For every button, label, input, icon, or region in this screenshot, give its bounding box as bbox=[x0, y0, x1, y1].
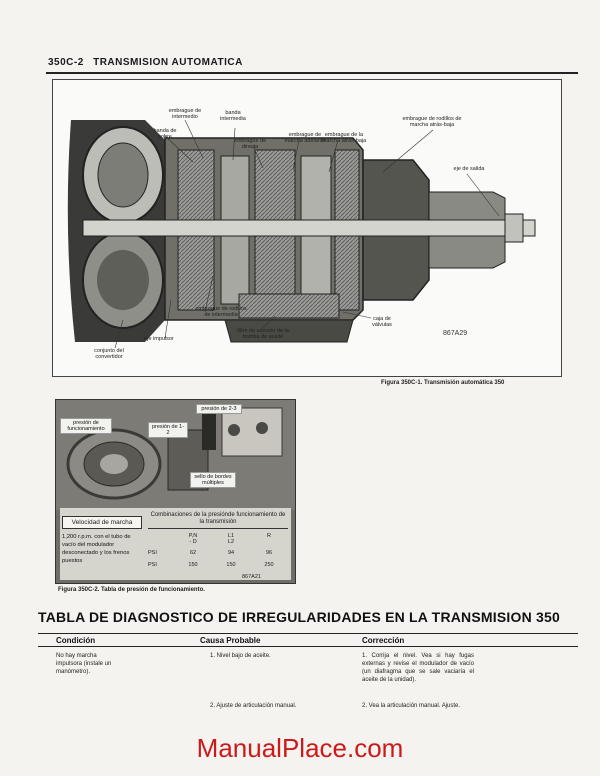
cell-value: 150 bbox=[188, 562, 198, 568]
col-sub bbox=[250, 539, 288, 545]
header-rule bbox=[46, 72, 578, 74]
causa-cell: 2. Ajuste de articulación manual. bbox=[210, 703, 297, 709]
label-eje-impulsor: eje impulsor bbox=[144, 336, 174, 342]
col-correccion-header: Corrección bbox=[362, 636, 405, 645]
label-embrague-directa: embrague de directa bbox=[233, 138, 267, 150]
row-label: PSI bbox=[148, 550, 157, 556]
velocidad-title: Velocidad de marcha bbox=[62, 516, 142, 529]
cell-value: 62 bbox=[189, 550, 197, 556]
col-header: R bbox=[267, 533, 271, 539]
cell-value: 250 bbox=[264, 562, 274, 568]
causa-cell: 1. Nivel bajo de aceite. bbox=[210, 653, 271, 659]
figure1-code: 867A29 bbox=[443, 330, 468, 337]
label-eje-salida: eje de salida bbox=[453, 166, 485, 172]
label-presion-funcionamiento: presión de funcionamiento bbox=[60, 418, 112, 434]
label-embrague-rodillos-atras-baja: embrague de rodillos de marcha atrás-baj… bbox=[402, 116, 462, 128]
transmission-cutaway-figure: embrague de intermedio banda de sobre ba… bbox=[52, 79, 562, 377]
cell-value: 150 bbox=[226, 562, 236, 568]
table-header-rule bbox=[38, 646, 578, 647]
label-embrague-marcha-adelante: embrague de marcha adelante bbox=[284, 132, 326, 144]
label-filtro-succion: filtro de succión de la bomba de aceite bbox=[237, 328, 289, 340]
label-embrague-intermedio: embrague de intermedio bbox=[168, 108, 202, 120]
label-caja-valvulas: caja de válvulas bbox=[372, 316, 392, 328]
page-number: 350C-2 bbox=[48, 57, 84, 68]
col-header: L1 bbox=[227, 533, 235, 539]
pressure-figure: presión de funcionamiento presión de 1-2… bbox=[55, 399, 296, 584]
label-conjunto-convertidor: conjunto del convertidor bbox=[94, 348, 124, 360]
col-condicion-header: Condición bbox=[56, 636, 96, 645]
label-sello-bordes: sello de bordes múltiples bbox=[190, 472, 236, 488]
label-embrague-rodillos-intermedia: embrague de rodillos de intermedia bbox=[195, 306, 247, 318]
figure1-caption: Figura 350C-1. Transmisión automática 35… bbox=[381, 380, 505, 386]
velocidad-box: Velocidad de marcha 1,200 r.p.m. con el … bbox=[62, 516, 142, 565]
transmission-illustration bbox=[67, 119, 536, 349]
table-header-row: P,N L1 R bbox=[148, 533, 288, 539]
page-header: 350C-2 TRANSMISION AUTOMATICA bbox=[48, 57, 243, 68]
table-row: PSI 62 94 96 bbox=[148, 550, 288, 556]
diagnostic-table-title: TABLA DE DIAGNOSTICO DE IRREGULARIDADES … bbox=[38, 609, 560, 625]
section-title: TRANSMISION AUTOMATICA bbox=[93, 57, 243, 68]
cell-value: 94 bbox=[227, 550, 235, 556]
condition-cell: No hay marcha impulsora (instale un manó… bbox=[56, 653, 112, 675]
combinaciones-table: Combinaciones de la presiónde funcionami… bbox=[148, 512, 288, 568]
watermark: ManualPlace.com bbox=[196, 733, 404, 763]
col-sub: L2 bbox=[227, 539, 235, 545]
figure2-caption: Figura 350C-2. Tabla de presión de funci… bbox=[58, 587, 205, 593]
correccion-cell: 2. Vea la articulación manual. Ajuste. bbox=[362, 703, 461, 709]
figure2-code: 867A21 bbox=[242, 574, 261, 580]
correccion-cell: 1. Corrija el nivel. Vea si hay fugas ex… bbox=[362, 653, 474, 683]
label-banda-sobre: banda de sobre bbox=[153, 128, 177, 140]
col-sub: - D bbox=[189, 539, 197, 545]
label-banda-intermedia: banda intermedia bbox=[220, 110, 246, 122]
col-causa-header: Causa Probable bbox=[200, 636, 261, 645]
table-row: PSI 150 150 250 bbox=[148, 562, 288, 568]
row-label: PSI bbox=[148, 562, 157, 568]
table-top-rule bbox=[38, 633, 578, 634]
table-subheader-row: - D L2 bbox=[148, 539, 288, 545]
col-header: P,N bbox=[188, 533, 198, 539]
label-presion-1-2: presión de 1-2 bbox=[148, 422, 188, 438]
cell-value: 96 bbox=[265, 550, 273, 556]
label-embrague-marcha-atras-baja: embrague de la marcha atrás-baja bbox=[321, 132, 367, 144]
label-presion-2-3: presión de 2-3 bbox=[196, 404, 242, 414]
combinaciones-title: Combinaciones de la presiónde funcionami… bbox=[148, 512, 288, 529]
velocidad-text: 1,200 r.p.m. con el tubo de vacío del mo… bbox=[62, 534, 131, 564]
